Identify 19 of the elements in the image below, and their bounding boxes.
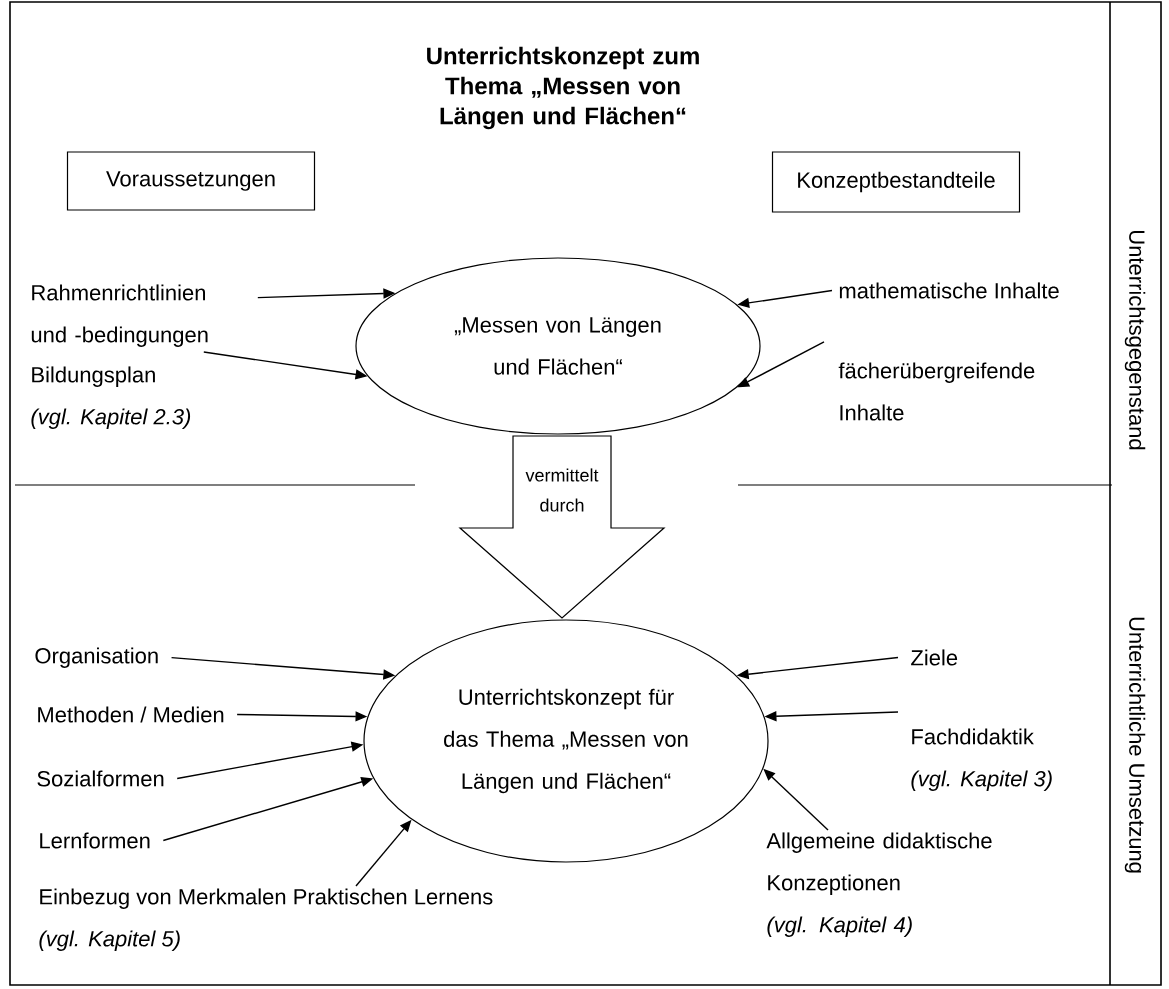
input-text: Lernformen <box>40 832 150 849</box>
input-text: Methoden / Medien <box>38 706 224 723</box>
input-text: Einbezug von Merkmalen Praktischen Lernens (vgl. Kapitel 5) <box>39 888 493 951</box>
text-box: Voraussetzungen <box>66 151 316 211</box>
input-text: Organisation <box>35 647 158 668</box>
input-text: Ziele <box>911 649 958 666</box>
input-text: mathematische Inhalte <box>839 282 1059 299</box>
edge-label: vermittelt durch <box>525 468 599 512</box>
title: Unterrichtskonzept zum Thema „Messen von Längen und Flächen“ <box>427 46 699 130</box>
input-text: Sozialformen <box>37 770 164 787</box>
text-box: Konzeptbestandteile <box>771 151 1021 213</box>
input-text: fächerübergreifende Inhalte <box>838 362 1035 421</box>
side-label: Unterrichtsgegenstand <box>1124 231 1146 450</box>
input-text: Allgemeine didaktische Konzeptionen (vgl. Kapitel 4) <box>766 832 992 937</box>
side-label: Unterrichtliche Umsetzung <box>1124 617 1146 873</box>
input-text: Fachdidaktik (vgl. Kapitel 3) <box>911 728 1052 791</box>
block-arrow <box>458 435 666 619</box>
input-text: Rahmenrichtlinien und -bedingungen <box>31 284 208 347</box>
input-text: Bildungsplan (vgl. Kapitel 2.3) <box>31 366 191 429</box>
